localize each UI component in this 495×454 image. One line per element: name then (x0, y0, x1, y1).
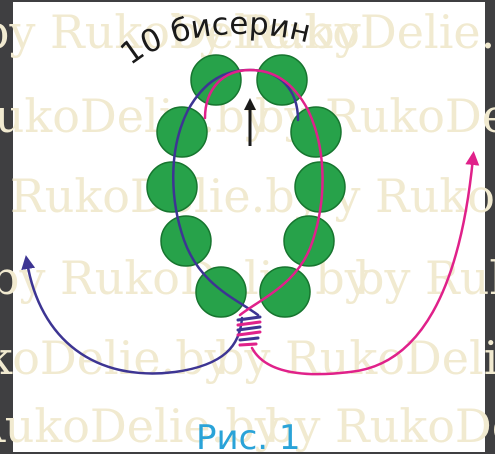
watermark-text: by RukoDelie.by (265, 399, 495, 453)
watermark-text: by RukoDelie.by (0, 5, 361, 59)
thread-crossing (236, 315, 262, 347)
watermark-text: by RukoDelie.by (0, 331, 231, 385)
figure-caption: Рис. 1 (196, 418, 301, 454)
bead (283, 215, 335, 267)
bead (259, 266, 311, 318)
watermark-text: by RukoDelie.by (215, 331, 495, 385)
thread-right (203, 68, 324, 317)
watermark-text: by RukoDelie.by (0, 399, 281, 453)
bead (156, 106, 208, 158)
beads-group (146, 54, 346, 318)
threads-group (21, 68, 480, 376)
watermark-layer: by RukoDelie.by by RukoDelie.by by RukoD… (0, 5, 495, 453)
bead (160, 215, 212, 267)
thread-right-exit (250, 151, 480, 376)
watermark-text: by RukoDelie.by (170, 5, 495, 59)
watermark-text: by RukoDelie.by (355, 251, 495, 305)
diagram-panel (13, 2, 485, 452)
bead (146, 161, 198, 213)
thread-left-exit (21, 255, 244, 375)
